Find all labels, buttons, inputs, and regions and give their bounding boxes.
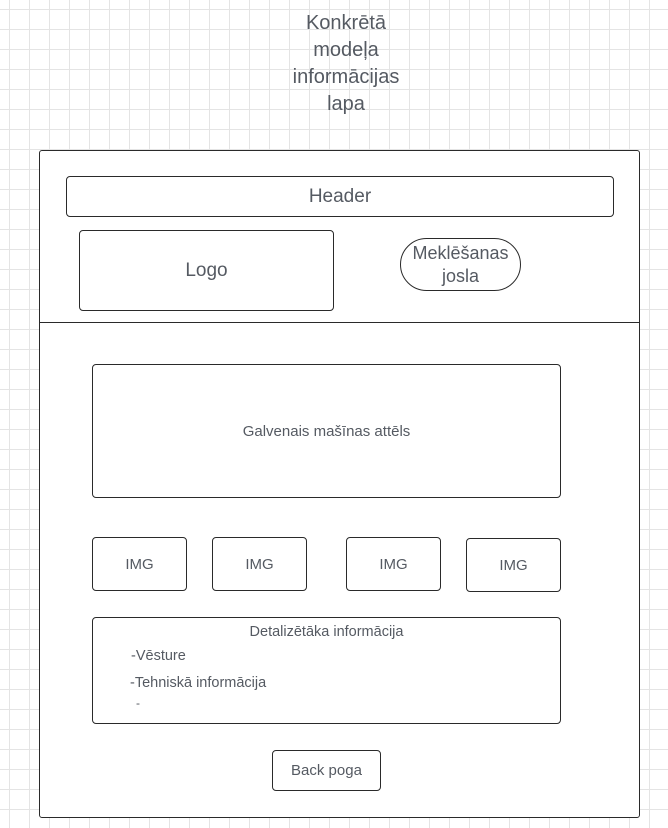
thumbnail-image[interactable]: IMG (92, 537, 187, 591)
logo-label: Logo (185, 259, 228, 281)
page-title-line: modeļa (313, 39, 379, 61)
details-item-history: -Vēsture (131, 648, 186, 664)
back-button-label: Back poga (291, 762, 362, 779)
details-title: Detalizētāka informācija (249, 624, 404, 640)
thumbnail-label: IMG (379, 555, 408, 573)
search-bar-label-line: Meklēšanas (412, 242, 509, 263)
header-divider (39, 322, 640, 323)
header-label: Header (308, 185, 372, 207)
thumbnail-image[interactable]: IMG (346, 537, 441, 591)
search-bar-label-line: josla (441, 265, 479, 286)
back-button[interactable]: Back poga (272, 750, 381, 791)
main-car-image: Galvenais mašīnas attēls (92, 364, 561, 498)
details-item-more: -. . . (136, 698, 157, 705)
header-box: Header (66, 176, 614, 217)
search-bar-label: Meklēšanas josla (412, 242, 508, 288)
search-bar[interactable]: Meklēšanas josla (400, 238, 521, 291)
logo-box[interactable]: Logo (79, 230, 334, 311)
thumbnail-label: IMG (499, 556, 528, 574)
thumbnail-image[interactable]: IMG (212, 537, 307, 591)
page-title-line: lapa (327, 93, 365, 115)
details-panel: Detalizētāka informācija -Vēsture -Tehni… (92, 617, 561, 724)
thumbnail-label: IMG (125, 555, 154, 573)
main-car-image-label: Galvenais mašīnas attēls (242, 422, 411, 440)
thumbnail-image[interactable]: IMG (466, 538, 561, 592)
page-title-line: Konkrētā (305, 12, 387, 34)
details-item-technical: -Tehniskā informācija (130, 675, 267, 691)
thumbnail-label: IMG (245, 555, 274, 573)
page-title: Konkrētā modeļa informācijas lapa (270, 10, 422, 118)
page-title-line: informācijas (292, 66, 400, 88)
